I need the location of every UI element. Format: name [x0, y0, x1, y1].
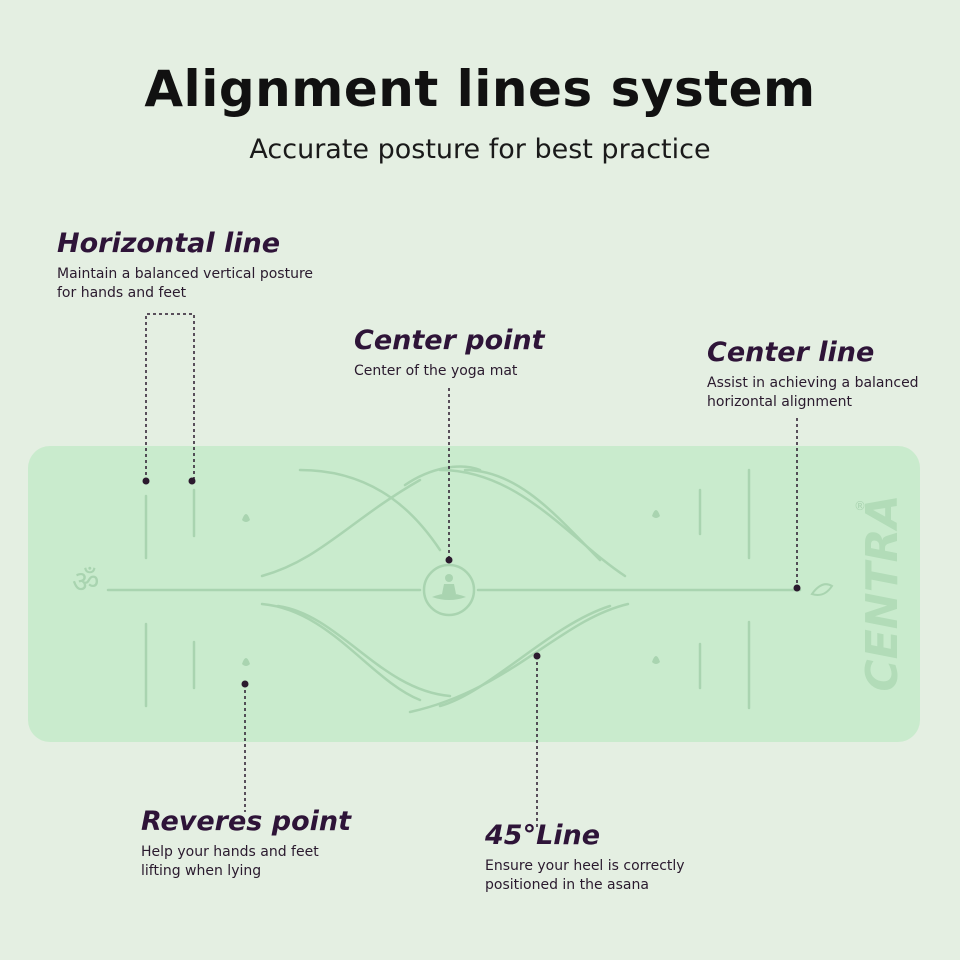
lotus-icon: [652, 656, 660, 664]
dot-horizontal-left: [142, 477, 150, 485]
meditation-figure-icon: [432, 574, 466, 600]
dot-center-line: [793, 584, 801, 592]
center-point-ring: [422, 563, 476, 617]
callout-45-line: 45°Line Ensure your heel is correctly po…: [485, 820, 685, 895]
callout-desc: Assist in achieving a balanced: [707, 375, 919, 391]
page-subtitle: Accurate posture for best practice: [249, 134, 711, 165]
leaf-icon: [810, 583, 834, 596]
brand-name: CENTRA: [857, 494, 908, 691]
callout-title: Center line: [707, 337, 875, 368]
callout-desc: Center of the yoga mat: [354, 363, 518, 379]
lower-left-curve: [260, 602, 422, 702]
callout-desc: positioned in the asana: [485, 877, 649, 893]
upper-left-curve-tail: [403, 465, 482, 487]
callout-desc: horizontal alignment: [707, 394, 853, 410]
lotus-icons: [242, 510, 660, 666]
callout-desc: Ensure your heel is correctly: [485, 858, 685, 874]
upper-left-curve: [260, 478, 422, 578]
upper-right-curve: [438, 468, 627, 578]
callout-desc: for hands and feet: [57, 285, 187, 301]
dot-center-point: [445, 556, 453, 564]
callout-horizontal-line: Horizontal line Maintain a balanced vert…: [57, 228, 313, 303]
dot-reverse-point: [241, 680, 249, 688]
callout-center-line: Center line Assist in achieving a balanc…: [707, 337, 919, 412]
callout-desc: Help your hands and feet: [141, 844, 319, 860]
callout-center-point: Center point Center of the yoga mat: [354, 325, 545, 381]
leader-lines: [145, 313, 798, 828]
lower-right-curve: [408, 602, 630, 714]
upper-curve-inner: [298, 468, 442, 552]
om-symbol-icon: ॐ: [72, 565, 99, 600]
lotus-icon: [652, 510, 660, 518]
mat-alignment-lines: [106, 465, 802, 714]
lotus-icon: [242, 658, 250, 666]
callout-title: Horizontal line: [57, 228, 281, 259]
callout-desc: lifting when lying: [141, 863, 262, 879]
dot-45-line: [533, 652, 541, 660]
callout-title: 45°Line: [485, 820, 601, 851]
callout-title: Center point: [354, 325, 545, 356]
lotus-icon: [242, 514, 250, 522]
registered-mark: ®: [854, 499, 866, 513]
lower-left-curve-inner: [276, 604, 452, 698]
leader-dots: [142, 477, 801, 688]
callout-title: Reveres point: [141, 806, 352, 837]
dot-horizontal-right: [188, 477, 196, 485]
lower-right-curve-inner: [438, 604, 612, 708]
page-title: Alignment lines system: [144, 60, 816, 118]
callout-desc: Maintain a balanced vertical posture: [57, 266, 314, 282]
callout-reverse-point: Reveres point Help your hands and feet l…: [141, 806, 351, 881]
upper-right-curve-inner: [463, 468, 602, 562]
brand-logo: CENTRA: [857, 494, 908, 691]
